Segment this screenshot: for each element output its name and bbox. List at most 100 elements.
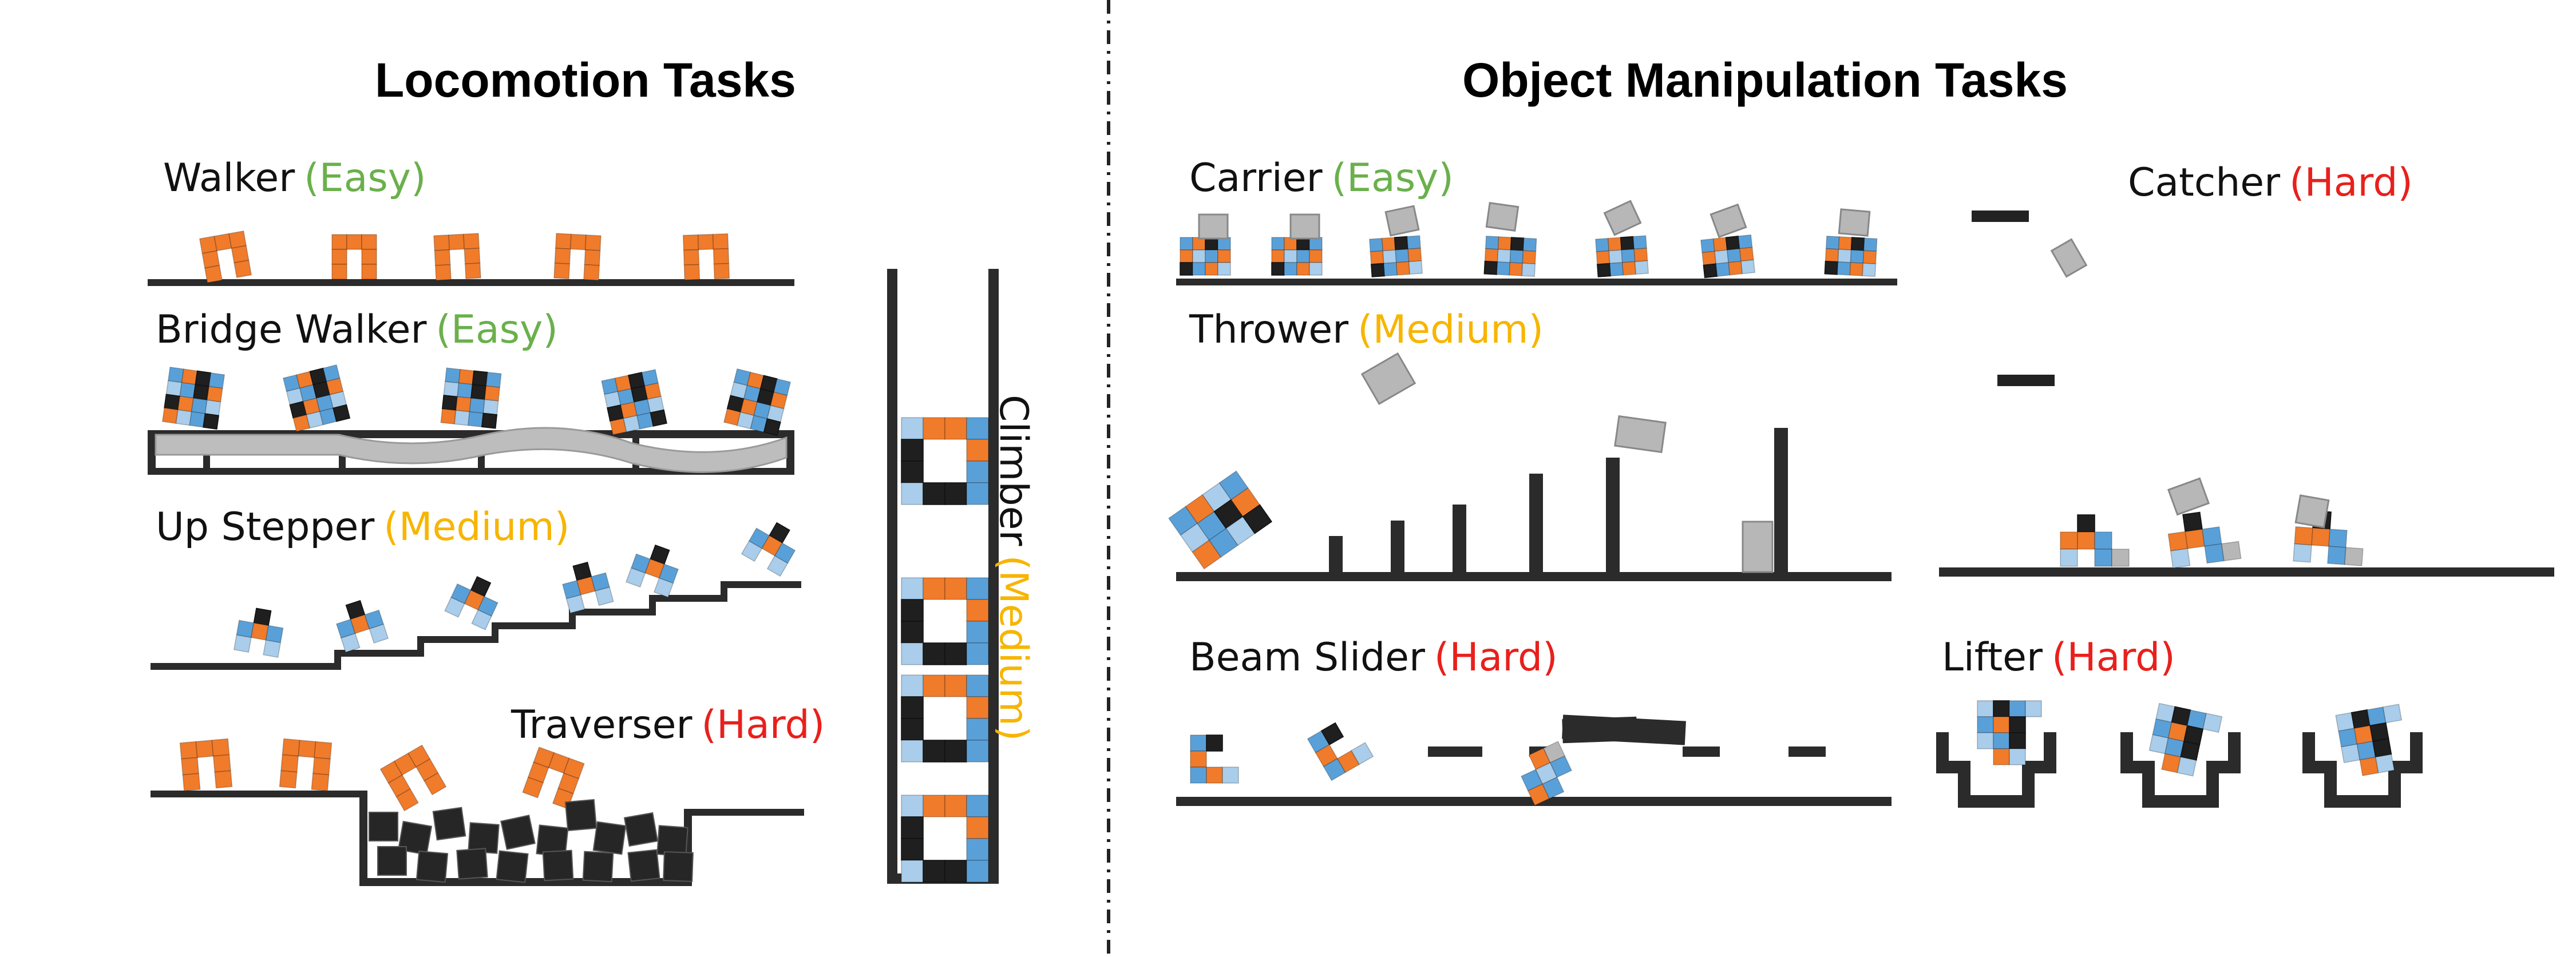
caught-box [2167,477,2210,516]
lifter-containers [1936,732,2423,808]
carried-box [1710,203,1747,239]
task-label-bridge-walker: Bridge Walker(Easy) [156,307,558,352]
task-name: Beam Slider [1189,635,1425,680]
climber-robot [901,417,989,505]
lifter-robot [2148,702,2223,777]
difficulty-medium: (Medium) [1358,307,1544,352]
rubble-block [496,850,529,883]
carrier-robot [1180,237,1231,276]
rubble-block [542,849,574,881]
carrier-ground [1176,279,1897,285]
traverser-robot [522,746,585,809]
rubble-block [582,851,614,883]
task-name: Walker [163,156,295,201]
lifter-robot [1977,700,2042,765]
task-name: Catcher [2128,160,2281,205]
carrier-robot [1700,234,1756,279]
task-name: Carrier [1189,156,1323,201]
task-name: Climber [991,395,1036,546]
difficulty-hard: (Hard) [2289,160,2413,205]
rubble-block [663,851,694,882]
up-stepper-stairs [151,581,801,670]
task-label-climber: Climber (Medium) [991,395,1036,741]
carrier-robot [1271,237,1323,276]
task-label-catcher: Catcher(Hard) [2128,160,2413,205]
walker-ground [148,279,794,286]
locomotion-header: Locomotion Tasks [375,53,796,107]
task-label-lifter: Lifter(Hard) [1942,635,2175,680]
rubble-block [623,812,659,847]
catcher-robot [2060,514,2130,567]
climber-robot [901,795,989,883]
walker-robot [199,230,252,284]
bridge-walker-robot [282,364,351,432]
bridge-walker-robot [601,369,667,435]
rubble-block [627,849,660,882]
up-stepper-robot [233,607,284,658]
robots [161,200,2403,883]
caught-box [2294,494,2330,529]
rubble-block [377,846,407,876]
bridge-walker-robot [723,368,792,436]
rubble-block [369,812,398,841]
up-stepper-robot [741,522,796,577]
difficulty-easy: (Easy) [1331,156,1454,201]
beam-slider-robot [1190,734,1239,784]
task-name: Up Stepper [156,505,375,550]
rubble-block [416,850,449,883]
rubble-block [564,799,597,832]
rubble-block [592,821,627,855]
bridge-walker-robot [440,367,502,429]
difficulty-medium: (Medium) [383,505,570,550]
difficulty-hard: (Hard) [2051,635,2175,680]
traverser-robot [179,738,233,792]
difficulty-easy: (Easy) [304,156,426,201]
traverser-robot [379,744,447,812]
carrier-robot [1369,235,1423,277]
difficulty-hard: (Hard) [1434,635,1558,680]
carried-box [1384,205,1420,237]
rubble-block [456,848,488,880]
up-stepper-robot [626,544,679,598]
difficulty-easy: (Easy) [436,307,558,352]
task-name: Bridge Walker [156,307,427,352]
difficulty-medium: (Medium) [991,555,1036,741]
bridge-walker-terrain [148,427,794,475]
up-stepper-robot [444,576,498,630]
carried-box [1198,213,1229,240]
task-label-thrower: Thrower(Medium) [1189,307,1544,352]
traverser-robot [279,738,333,792]
carried-box [1603,200,1642,236]
up-stepper-robot [562,562,614,614]
climber-shaft [887,269,999,884]
task-name: Lifter [1942,635,2043,680]
difficulty-hard: (Hard) [701,702,825,748]
up-stepper-robot [335,599,389,653]
carrier-robot [1824,235,1878,277]
rubble-block [432,807,466,841]
task-label-traverser: Traverser(Hard) [511,702,825,748]
climber-robot [901,577,989,665]
climber-robot [901,674,989,763]
task-name: Thrower [1189,307,1349,352]
carried-box [1485,202,1520,232]
carrier-robot [1483,235,1537,277]
catcher-robot [2167,511,2242,569]
carrier-robot [1595,235,1649,277]
catcher-scene [1939,211,2554,577]
walker-robot [433,233,481,281]
beam-slider-robot [1521,741,1572,806]
lifter-robot [2335,704,2403,776]
manipulation-header: Object Manipulation Tasks [1462,53,2068,107]
task-name: Traverser [511,702,693,748]
bridge-walker-robot [161,366,225,430]
beam-slider-robot [1307,722,1374,781]
task-label-carrier: Carrier(Easy) [1189,156,1454,201]
walker-robot [682,233,730,281]
walker-robot [553,233,602,281]
carried-box [1838,208,1871,237]
task-label-up-stepper: Up Stepper(Medium) [156,505,569,550]
task-label-walker: Walker(Easy) [163,156,426,201]
